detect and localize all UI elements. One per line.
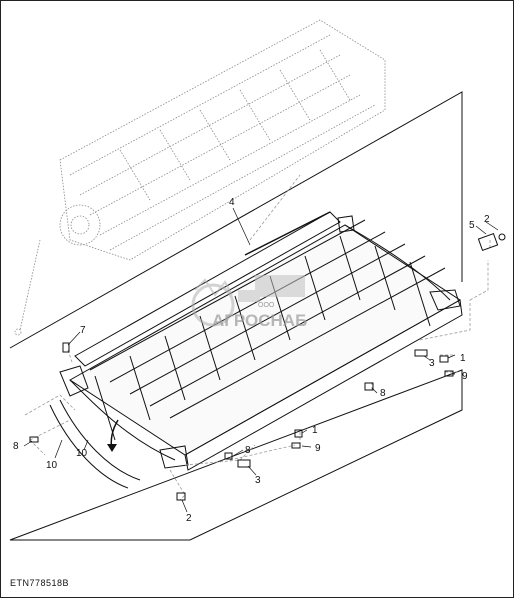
callout-3-right: 3 bbox=[429, 358, 435, 369]
figure-id: ETN778518B bbox=[10, 578, 70, 588]
callout-3-center: 3 bbox=[255, 475, 261, 486]
callout-9-center: 9 bbox=[315, 443, 321, 454]
strip-inner bbox=[59, 399, 141, 481]
callout-10-left: 10 bbox=[46, 460, 58, 471]
callout-labels: 4 5 2 7 1 3 9 8 1 9 8 3 2 8 10 10 bbox=[13, 197, 490, 524]
watermark-logo bbox=[191, 275, 305, 327]
callout-10-right: 10 bbox=[76, 448, 88, 459]
watermark-prefix: ООО bbox=[258, 302, 275, 309]
callout-4: 4 bbox=[229, 197, 235, 208]
arrow-head bbox=[107, 444, 117, 452]
callout-5: 5 bbox=[469, 220, 475, 231]
callout-1-center: 1 bbox=[312, 425, 318, 436]
callout-8-center: 8 bbox=[245, 445, 251, 456]
watermark-text: АГРОСНАБ bbox=[212, 311, 307, 330]
rotor-ghost bbox=[14, 19, 386, 336]
strip-outer bbox=[49, 404, 129, 489]
callout-7: 7 bbox=[80, 325, 86, 336]
callout-8-left: 8 bbox=[13, 441, 19, 452]
callout-2-bottom: 2 bbox=[186, 513, 192, 524]
callout-leaders bbox=[23, 207, 499, 513]
callout-8-right: 8 bbox=[380, 388, 386, 399]
hardware bbox=[29, 232, 506, 501]
callout-1-right: 1 bbox=[460, 353, 466, 364]
assembly-group-outline bbox=[9, 91, 463, 541]
callout-2-top: 2 bbox=[484, 214, 490, 225]
concave-assembly bbox=[59, 211, 463, 471]
callout-9-right: 9 bbox=[462, 371, 468, 382]
